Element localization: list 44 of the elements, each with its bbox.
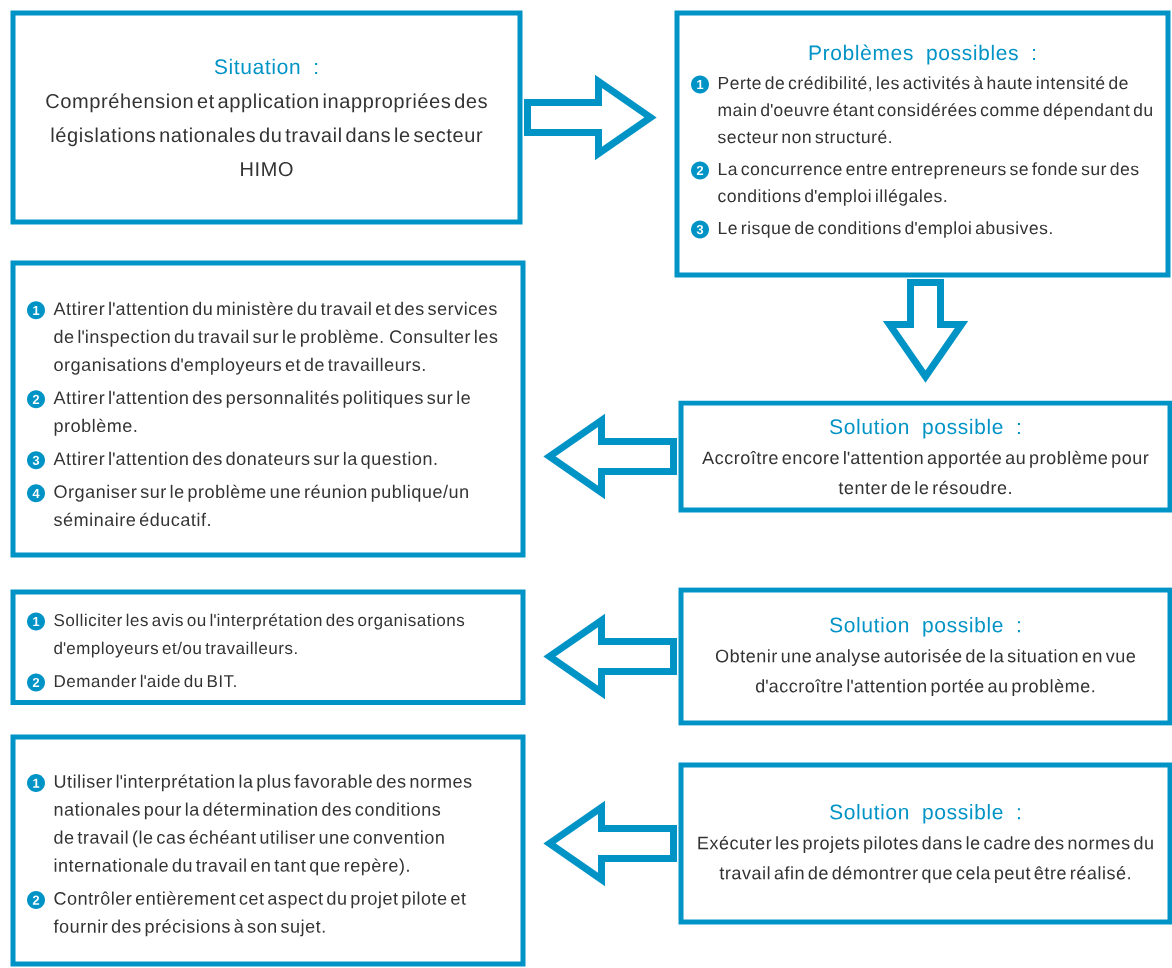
heading: Problèmes possibles : (809, 44, 1036, 65)
number-badge: 2 (27, 390, 45, 409)
text-box (678, 587, 1172, 726)
item-text: Solliciter les avis ou l'interprétation des organisations d'employeurs et/ou travailleurs. (54, 613, 465, 658)
heading: Situation : (214, 58, 318, 75)
text-box (678, 400, 1172, 513)
item-text: Attirer l'attention des donateurs sur la question. (53, 451, 437, 469)
item-text: Le risque de conditions d'emploi abusives. (718, 221, 1052, 238)
number-badge: 2 (27, 673, 45, 692)
hollow-arrow (882, 279, 969, 383)
text-box (678, 762, 1172, 925)
body-text: Compréhension et application inappropriées des législations nationales du travail dans le secteur HIMO (46, 93, 487, 177)
item-text: Attirer l'attention du ministère du travail et des services de l'inspection du travail sur le problème. Consulter les organisations d'employeurs et de travailleurs. (53, 301, 498, 375)
heading: Solution possible : (830, 617, 1020, 637)
item-text: Perte de crédibilité, les activités à haute intensité de main d'oeuvre étant considérées comme dépendant du secteur non structuré. (718, 76, 1152, 144)
body-text: Accroître encore l'attention apportée au problème pour tenter de le résoudre. (702, 450, 1149, 495)
text-box (10, 10, 523, 225)
heading: Solution possible : (830, 804, 1020, 824)
number-badge: 3 (27, 451, 45, 470)
item-text: Attirer l'attention des personnalités politiques sur le problème. (53, 390, 470, 436)
heading: Solution possible : (830, 418, 1020, 439)
item-text: Organiser sur le problème une réunion publique/un séminaire éducatif. (54, 484, 468, 527)
body-text: Exécuter les projets pilotes dans le cadre des normes du travail afin de démontrer que cela peut être réalisé. (698, 836, 1153, 883)
hollow-arrow (543, 613, 677, 700)
item-text: La concurrence entre entrepreneurs se fonde sur des conditions d'emploi illégales. (718, 162, 1139, 206)
text-box (10, 589, 526, 705)
hollow-arrow (543, 800, 677, 887)
text-box (674, 10, 1171, 278)
number-badge: 1 (27, 612, 45, 631)
number-badge: 3 (691, 220, 709, 239)
text-box (10, 260, 526, 558)
body-text: Obtenir une analyse autorisée de la situation en vue d'accroître l'attention portée au problème. (715, 649, 1136, 696)
text-box (10, 734, 526, 967)
hollow-arrow (543, 413, 677, 500)
number-badge: 4 (27, 484, 45, 503)
item-text: Demander l'aide du BIT. (54, 674, 236, 688)
number-badge: 1 (691, 75, 709, 94)
number-badge: 1 (27, 774, 45, 793)
number-badge: 1 (27, 301, 45, 320)
item-text: Utiliser l'interprétation la plus favorable des normes nationales pour la détermination des conditions de travail (le cas échéant utiliser une convention internationale du travail en tant que repère). (54, 774, 472, 876)
number-badge: 2 (691, 161, 709, 180)
number-badge: 2 (27, 891, 45, 910)
hollow-arrow (524, 74, 657, 161)
item-text: Contrôler entièrement cet aspect du projet pilote et fournir des précisions à son sujet. (53, 891, 466, 937)
